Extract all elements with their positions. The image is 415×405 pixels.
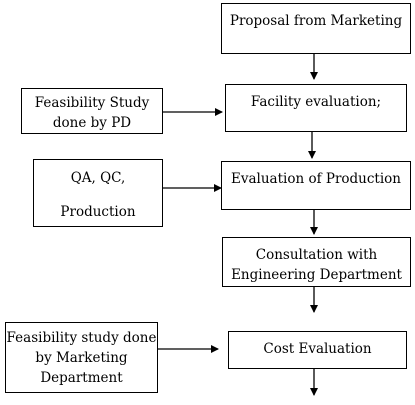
box-text-line: Production	[60, 204, 136, 220]
box-text-line: Evaluation of Production	[231, 171, 401, 187]
consultation-engineering-box: Consultation with Engineering Department	[222, 237, 411, 287]
cost-evaluation-box: Cost Evaluation	[228, 331, 407, 369]
feasibility-study-marketing-box: Feasibility study done by Marketing Depa…	[5, 322, 158, 393]
evaluation-of-production-box: Evaluation of Production	[221, 161, 411, 210]
box-text-line: Consultation with	[255, 247, 378, 263]
box-text-line: Department	[40, 370, 123, 386]
box-text-line: QA, QC,	[70, 170, 126, 186]
box-text-line: Proposal from Marketing	[229, 13, 403, 29]
qa-qc-production-box: QA, QC, Production	[33, 159, 163, 227]
box-text-line: Engineering Department	[231, 267, 402, 283]
proposal-from-marketing-box: Proposal from Marketing	[221, 3, 411, 54]
facility-evaluation-box: Facility evaluation;	[225, 84, 407, 132]
box-text-line: Facility evaluation;	[250, 94, 382, 110]
box-text-line: by Marketing	[35, 350, 128, 366]
feasibility-study-pd-box: Feasibility Study done by PD	[21, 88, 163, 134]
box-text-line: Feasibility study done	[6, 330, 157, 346]
box-text-line: Cost Evaluation	[263, 341, 372, 357]
box-text-line: done by PD	[52, 115, 132, 131]
box-text-line: Feasibility Study	[34, 95, 150, 111]
